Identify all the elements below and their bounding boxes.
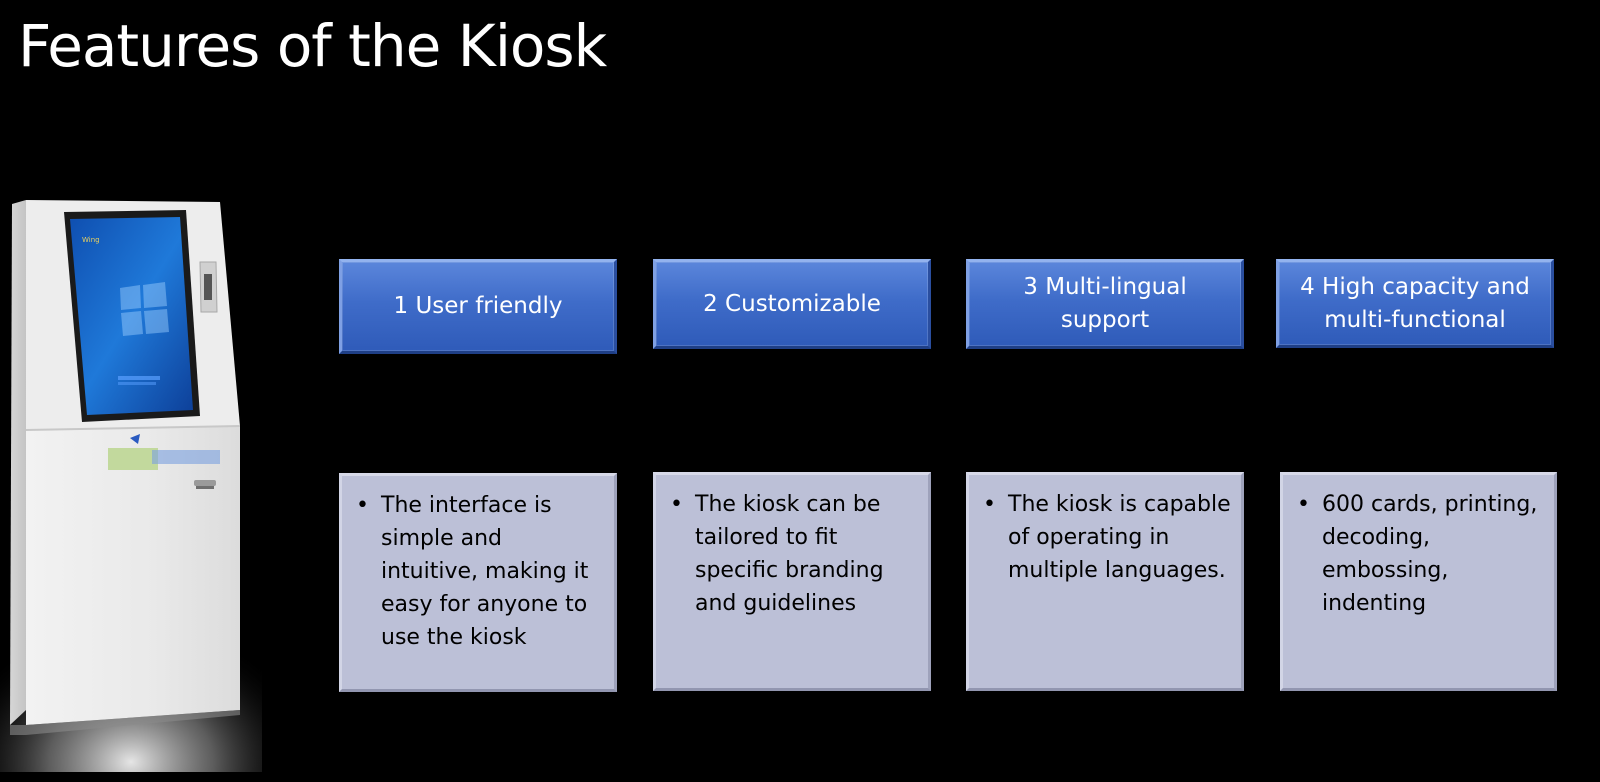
slide-title: Features of the Kiosk bbox=[18, 12, 607, 80]
feature-heading-1: 1 User friendly bbox=[339, 259, 617, 354]
feature-description-3-item: The kiosk is capable of operating in mul… bbox=[983, 488, 1231, 587]
kiosk-image: Wing bbox=[0, 200, 262, 772]
feature-heading-3: 3 Multi-lingual support bbox=[966, 259, 1244, 349]
feature-description-1-item: The interface is simple and intuitive, m… bbox=[356, 489, 604, 654]
feature-description-4: 600 cards, printing, decoding, embossing… bbox=[1280, 472, 1557, 691]
feature-description-3-list: The kiosk is capable of operating in mul… bbox=[983, 488, 1231, 587]
feature-heading-4-text: 4 High capacity and multi-functional bbox=[1300, 273, 1530, 333]
feature-description-2-item: The kiosk can be tailored to fit specifi… bbox=[670, 488, 918, 620]
feature-description-1-list: The interface is simple and intuitive, m… bbox=[356, 489, 604, 654]
feature-description-1: The interface is simple and intuitive, m… bbox=[339, 473, 617, 692]
feature-description-2-list: The kiosk can be tailored to fit specifi… bbox=[670, 488, 918, 620]
feature-description-4-item: 600 cards, printing, decoding, embossing… bbox=[1297, 488, 1544, 620]
feature-heading-2-text: 2 Customizable bbox=[703, 290, 881, 317]
feature-description-2: The kiosk can be tailored to fit specifi… bbox=[653, 472, 931, 691]
feature-heading-4: 4 High capacity and multi-functional bbox=[1276, 259, 1554, 348]
feature-heading-1-text: 1 User friendly bbox=[393, 293, 563, 319]
feature-heading-2: 2 Customizable bbox=[653, 259, 931, 349]
feature-description-3: The kiosk is capable of operating in mul… bbox=[966, 472, 1244, 691]
svg-text:Wing: Wing bbox=[82, 236, 100, 244]
feature-heading-3-text: 3 Multi-lingual support bbox=[1023, 274, 1187, 333]
feature-description-4-list: 600 cards, printing, decoding, embossing… bbox=[1297, 488, 1544, 620]
